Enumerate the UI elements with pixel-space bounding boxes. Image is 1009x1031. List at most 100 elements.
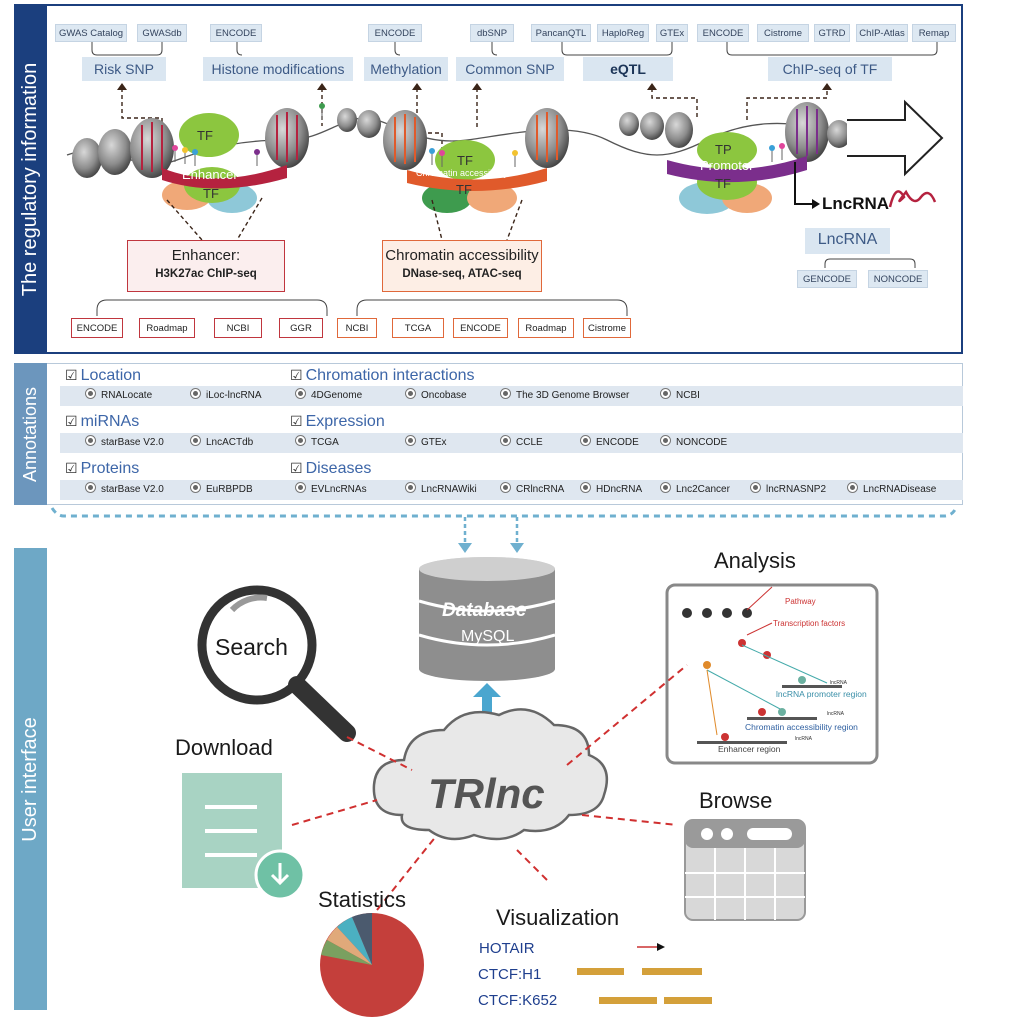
annotation-heading-proteins: ☑Proteins: [65, 460, 140, 477]
track-ctcf-k652: CTCF:K652: [478, 992, 558, 1009]
database-title: Database: [442, 600, 527, 621]
source-brackets: [91, 42, 938, 56]
enhancer-band-label: Enhancer: [182, 167, 238, 182]
annotation-item[interactable]: starBase V2.0: [85, 433, 164, 453]
source-ggr: GGR: [279, 318, 323, 338]
annotation-item[interactable]: GTEx: [405, 433, 447, 453]
visualization-label[interactable]: Visualization: [496, 905, 620, 930]
source-dbsnp: dbSNP: [470, 24, 514, 42]
annotation-item[interactable]: EVLncRNAs: [295, 480, 367, 500]
category-eqtl: eQTL: [583, 57, 673, 81]
chromatin-illustration: [66, 83, 944, 240]
source-gwas-catalog: GWAS Catalog: [55, 24, 127, 42]
annotation-item[interactable]: starBase V2.0: [85, 480, 164, 500]
analysis-chromatin-label: Chromatin accessibility region: [745, 722, 858, 732]
promoter-band-label: Promoter: [700, 158, 754, 173]
annotation-heading-expression: ☑Expression: [290, 413, 385, 430]
annotation-item[interactable]: NCBI: [660, 386, 700, 406]
regulatory-side-label: The regulatory information: [14, 4, 47, 354]
ui-diagram-graphics: [50, 507, 958, 1017]
enhancer-box: Enhancer: H3K27ac ChIP-seq: [127, 240, 285, 292]
annotation-item[interactable]: NONCODE: [660, 433, 727, 453]
annotation-row: [60, 433, 963, 453]
track-hotair: HOTAIR: [479, 940, 535, 957]
annotation-item[interactable]: RNALocate: [85, 386, 152, 406]
analysis-pathway-label: Pathway: [785, 597, 816, 606]
source-haploreg: HaploReg: [597, 24, 649, 42]
analysis-promoter-label: lncRNA promoter region: [776, 689, 867, 699]
annotation-heading-interactions: ☑Chromation interactions: [290, 367, 475, 384]
source-encode: ENCODE: [210, 24, 262, 42]
track-ctcf-h1: CTCF:H1: [478, 966, 542, 983]
tf-label: TF: [203, 186, 219, 201]
source-cistrome: Cistrome: [757, 24, 809, 42]
annotation-item[interactable]: The 3D Genome Browser: [500, 386, 629, 406]
lncrna-bracket: [824, 258, 916, 268]
database-subtitle: MySQL: [461, 628, 515, 645]
annotation-item[interactable]: 4DGenome: [295, 386, 362, 406]
analysis-lncrna-label: lncRNA: [827, 711, 844, 717]
source-noncode: NONCODE: [868, 270, 928, 288]
category-histone-modifications: Histone modifications: [203, 57, 353, 81]
source-tcga: TCGA: [392, 318, 444, 338]
source-gtex: GTEx: [656, 24, 688, 42]
source-gwasdb: GWASdb: [137, 24, 187, 42]
annotation-item[interactable]: TCGA: [295, 433, 339, 453]
source-gtrd: GTRD: [814, 24, 850, 42]
annotation-heading-mirnas: ☑miRNAs: [65, 413, 140, 430]
annotation-item[interactable]: CCLE: [500, 433, 543, 453]
annotation-item[interactable]: Oncobase: [405, 386, 467, 406]
annotation-item[interactable]: LncRNADisease: [847, 480, 936, 500]
annotation-heading-diseases: ☑Diseases: [290, 460, 372, 477]
source-remap: Remap: [912, 24, 956, 42]
tf-label: TF: [456, 182, 472, 197]
source-ncbi: NCBI: [214, 318, 262, 338]
annotation-item[interactable]: EuRBPDB: [190, 480, 253, 500]
source-gencode: GENCODE: [797, 270, 857, 288]
annotations-side-label: Annotations: [14, 363, 47, 505]
chromatin-band-label: Chromatin accessibility: [416, 168, 509, 178]
tf-label: TF: [715, 176, 731, 191]
annotation-item[interactable]: HDncRNA: [580, 480, 642, 500]
annotation-row: [60, 480, 963, 500]
source-encode: ENCODE: [453, 318, 508, 338]
source-roadmap: Roadmap: [518, 318, 574, 338]
annotation-item[interactable]: Lnc2Cancer: [660, 480, 730, 500]
tf-label: TF: [457, 153, 473, 168]
analysis-label[interactable]: Analysis: [714, 548, 796, 573]
annotation-item[interactable]: LncACTdb: [190, 433, 253, 453]
lncrna-arrow: [794, 162, 937, 209]
annotation-item[interactable]: CRlncRNA: [500, 480, 564, 500]
tf-label: TF: [197, 128, 213, 143]
category-chip-seq-tf: ChIP-seq of TF: [768, 57, 892, 81]
analysis-lncrna-label: lncRNA: [795, 736, 812, 742]
category-risk-snp: Risk SNP: [82, 57, 166, 81]
lncrna-label: LncRNA: [822, 194, 890, 213]
search-label[interactable]: Search: [215, 634, 288, 660]
source-encode: ENCODE: [71, 318, 123, 338]
lncrna-category: LncRNA: [805, 228, 890, 254]
analysis-enhancer-label: Enhancer region: [718, 744, 781, 754]
annotation-item[interactable]: ENCODE: [580, 433, 639, 453]
analysis-tf-label: Transcription factors: [773, 619, 846, 628]
user-interface-side-label: User interface: [14, 548, 47, 1010]
category-methylation: Methylation: [364, 57, 448, 81]
source-encode: ENCODE: [697, 24, 749, 42]
annotation-item[interactable]: lncRNASNP2: [750, 480, 826, 500]
annotation-heading-location: ☑Location: [65, 367, 142, 384]
download-label[interactable]: Download: [175, 735, 273, 760]
source-ncbi: NCBI: [337, 318, 377, 338]
annotation-item[interactable]: iLoc-lncRNA: [190, 386, 262, 406]
source-chip-atlas: ChIP-Atlas: [856, 24, 908, 42]
analysis-lncrna-label: lncRNA: [830, 680, 847, 686]
chromatin-box: Chromatin accessibility DNase-seq, ATAC-…: [382, 240, 542, 292]
source-cistrome: Cistrome: [583, 318, 631, 338]
source-roadmap: Roadmap: [139, 318, 195, 338]
trlnc-logo: TRlnc: [428, 770, 545, 817]
tp-label: TP: [715, 142, 732, 157]
source-encode: ENCODE: [368, 24, 422, 42]
annotation-item[interactable]: LncRNAWiki: [405, 480, 477, 500]
statistics-label[interactable]: Statistics: [318, 887, 407, 912]
source-pancanqtl: PancanQTL: [531, 24, 591, 42]
browse-label[interactable]: Browse: [699, 788, 773, 813]
